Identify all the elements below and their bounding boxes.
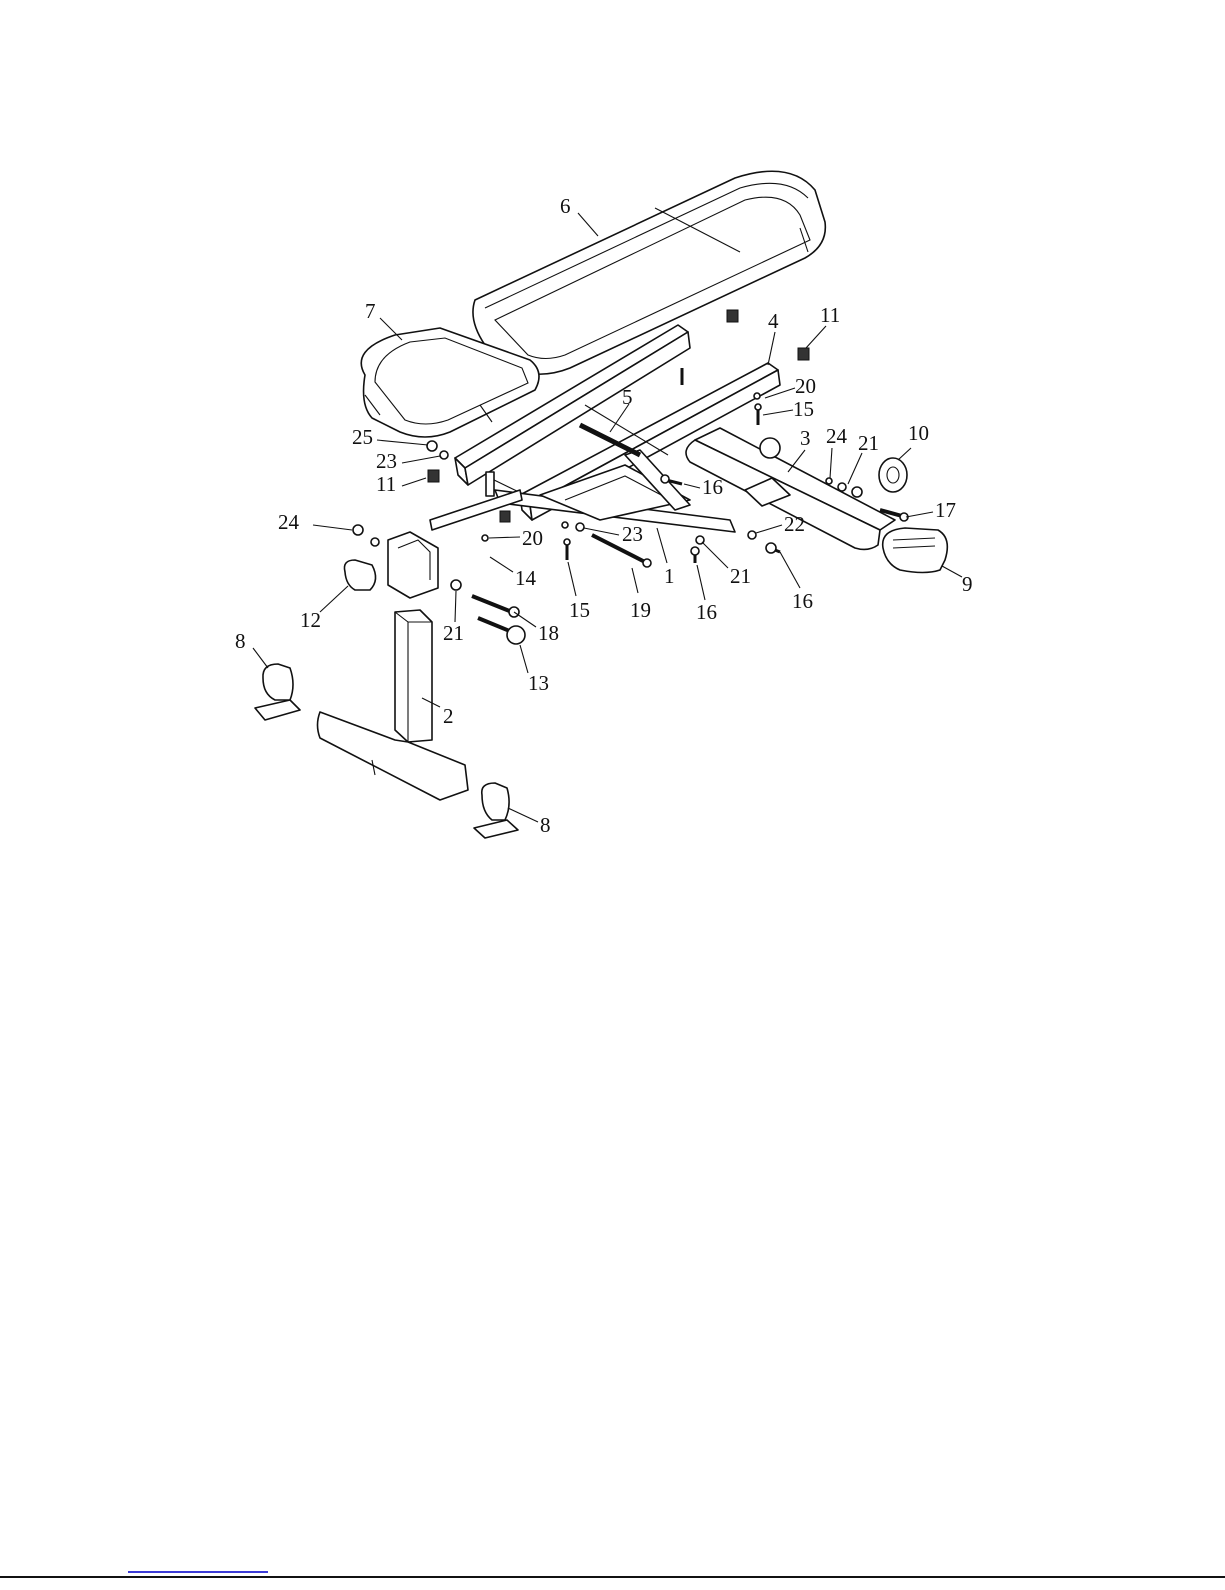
label-5: 5 — [622, 385, 633, 409]
label-8-b: 8 — [540, 813, 551, 837]
label-2: 2 — [443, 704, 454, 728]
part-15-screw-a — [755, 404, 761, 425]
label-21-b: 21 — [730, 564, 751, 588]
label-13: 13 — [528, 671, 549, 695]
label-25: 25 — [352, 425, 373, 449]
label-11-a: 11 — [820, 303, 840, 327]
label-6: 6 — [560, 194, 571, 218]
part-13-pop-pin — [478, 618, 525, 644]
label-16-b: 16 — [696, 600, 717, 624]
part-16-bolt-c — [766, 543, 780, 553]
part-11-cap-a — [727, 310, 738, 322]
label-11-b: 11 — [376, 472, 396, 496]
label-19: 19 — [630, 598, 651, 622]
label-8-a: 8 — [235, 629, 246, 653]
label-20-b: 20 — [522, 526, 543, 550]
part-15-screw-b — [564, 539, 570, 560]
part-8-foot-cup-left — [255, 664, 300, 720]
part-11-cap-c — [428, 470, 439, 482]
label-23-b: 23 — [622, 522, 643, 546]
page-bottom-rule — [0, 1576, 1225, 1578]
label-12: 12 — [300, 608, 321, 632]
label-20-a: 20 — [795, 374, 816, 398]
label-10: 10 — [908, 421, 929, 445]
label-7: 7 — [365, 299, 376, 323]
label-16-a: 16 — [702, 475, 723, 499]
label-24-a: 24 — [826, 424, 848, 448]
label-22: 22 — [784, 512, 805, 536]
part-11-cap-d — [500, 511, 510, 522]
label-3: 3 — [800, 426, 811, 450]
part-11-cap-b — [798, 348, 809, 360]
label-16-c: 16 — [792, 589, 813, 613]
part-10-wheel — [879, 458, 907, 492]
label-14: 14 — [515, 566, 537, 590]
part-14-bracket — [388, 532, 438, 598]
label-21-a: 21 — [858, 431, 879, 455]
label-15-b: 15 — [569, 598, 590, 622]
label-24-b: 24 — [278, 510, 300, 534]
part-8-foot-cup-right — [474, 783, 518, 838]
label-18: 18 — [538, 621, 559, 645]
label-23-a: 23 — [376, 449, 397, 473]
part-12-foot-cap — [344, 560, 375, 590]
part-16-bolt-a — [661, 475, 682, 484]
part-16-bolt-b — [691, 547, 699, 563]
footer-link-underline[interactable] — [128, 1571, 268, 1573]
part-18-pin — [472, 596, 519, 617]
label-1: 1 — [664, 564, 675, 588]
part-9-foot-cap — [883, 528, 948, 573]
label-4: 4 — [768, 309, 779, 333]
label-21-c: 21 — [443, 621, 464, 645]
label-15-a: 15 — [793, 397, 814, 421]
label-9: 9 — [962, 572, 973, 596]
label-17: 17 — [935, 498, 956, 522]
